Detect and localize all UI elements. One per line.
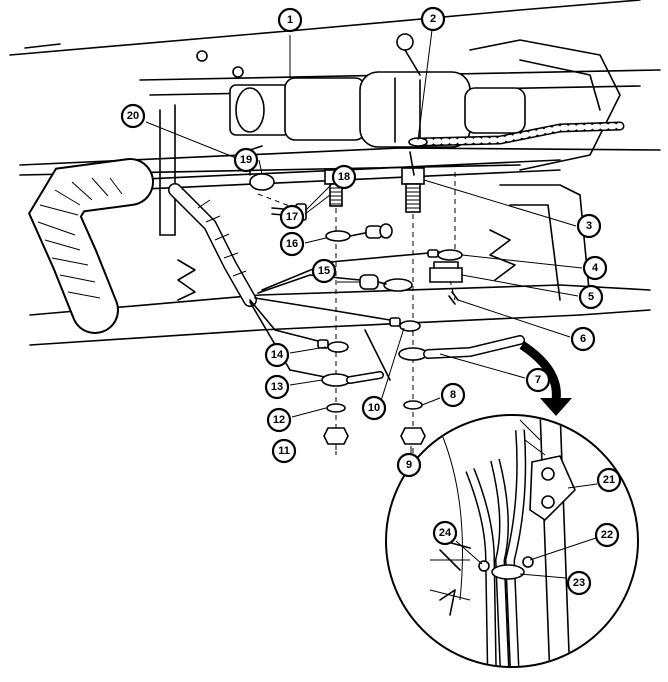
callout-8: 8 xyxy=(440,382,466,408)
callout-23: 23 xyxy=(566,570,592,596)
svg-text:1: 1 xyxy=(287,14,293,26)
svg-text:14: 14 xyxy=(271,349,284,361)
callout-22: 22 xyxy=(594,522,620,548)
callout-21: 21 xyxy=(596,467,622,493)
callout-3: 3 xyxy=(576,213,602,239)
callout-5: 5 xyxy=(578,284,604,310)
svg-text:8: 8 xyxy=(450,389,456,401)
svg-text:18: 18 xyxy=(338,171,350,183)
callout-20: 20 xyxy=(120,103,146,129)
svg-text:19: 19 xyxy=(240,154,252,166)
mounting-bar xyxy=(79,159,561,193)
svg-text:4: 4 xyxy=(592,262,599,274)
svg-text:16: 16 xyxy=(286,238,298,250)
callout-9: 9 xyxy=(396,452,422,478)
svg-text:9: 9 xyxy=(406,459,412,471)
callout-13: 13 xyxy=(264,374,290,400)
callout-18: 18 xyxy=(331,164,357,190)
wire-harness xyxy=(28,158,257,334)
callout-4: 4 xyxy=(582,255,608,281)
svg-text:15: 15 xyxy=(318,265,330,277)
callout-14: 14 xyxy=(264,342,290,368)
callout-19: 19 xyxy=(233,147,259,173)
callout-16: 16 xyxy=(279,231,305,257)
callout-11: 11 xyxy=(271,438,297,464)
callout-2: 2 xyxy=(420,6,446,32)
detail-arrow xyxy=(519,341,572,416)
svg-text:17: 17 xyxy=(286,211,298,223)
callout-6: 6 xyxy=(570,326,596,352)
svg-text:21: 21 xyxy=(603,474,615,486)
callout-17: 17 xyxy=(279,204,305,230)
svg-text:12: 12 xyxy=(273,414,285,426)
svg-text:11: 11 xyxy=(278,445,290,457)
starter-body xyxy=(196,33,526,148)
callout-15: 15 xyxy=(311,258,337,284)
upper-cable xyxy=(408,121,625,147)
svg-text:13: 13 xyxy=(271,381,283,393)
callout-10: 10 xyxy=(361,395,387,421)
callout-1: 1 xyxy=(277,7,303,33)
svg-text:22: 22 xyxy=(601,529,613,541)
callout-24: 24 xyxy=(432,520,458,546)
svg-text:20: 20 xyxy=(127,110,139,122)
svg-text:2: 2 xyxy=(430,13,436,25)
callout-7: 7 xyxy=(525,367,551,393)
svg-text:23: 23 xyxy=(573,577,585,589)
leader-lines xyxy=(145,29,598,579)
svg-text:5: 5 xyxy=(588,291,594,303)
svg-text:10: 10 xyxy=(368,402,380,414)
svg-text:6: 6 xyxy=(580,333,586,345)
svg-text:24: 24 xyxy=(439,527,452,539)
callout-12: 12 xyxy=(266,407,292,433)
ring-terminals xyxy=(249,145,525,445)
detail-view xyxy=(385,414,639,668)
svg-text:7: 7 xyxy=(535,374,541,386)
svg-text:3: 3 xyxy=(586,220,592,232)
